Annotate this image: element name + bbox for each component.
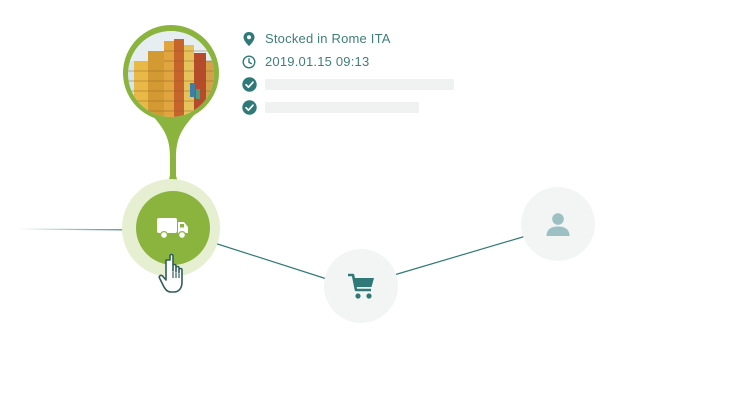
check-row-2 <box>240 96 540 119</box>
line-cart-to-user <box>393 235 527 276</box>
shopping-cart-icon <box>348 273 374 299</box>
containers-illustration <box>128 31 214 117</box>
clock-icon <box>240 53 258 71</box>
truck-icon <box>157 218 188 240</box>
map-pin-icon <box>240 30 258 48</box>
placeholder-bar <box>265 102 419 113</box>
line-incoming <box>17 228 141 231</box>
shipment-info-panel: Stocked in Rome ITA 2019.01.15 09:13 <box>240 27 540 119</box>
shipping-containers-photo[interactable] <box>128 31 214 117</box>
truck-node[interactable] <box>136 191 210 265</box>
placeholder-bar <box>265 79 454 90</box>
line-truck-to-cart <box>204 239 331 281</box>
timestamp-row: 2019.01.15 09:13 <box>240 50 540 73</box>
user-icon <box>546 213 570 236</box>
location-text: Stocked in Rome ITA <box>265 31 391 46</box>
cart-node[interactable] <box>324 249 398 323</box>
check-circle-icon <box>240 76 258 94</box>
hand-pointer-cursor-icon <box>158 252 198 298</box>
timestamp-text: 2019.01.15 09:13 <box>265 54 370 69</box>
user-node[interactable] <box>521 187 595 261</box>
pin-stem <box>150 113 196 190</box>
check-row-1 <box>240 73 540 96</box>
location-row: Stocked in Rome ITA <box>240 27 540 50</box>
check-circle-icon <box>240 99 258 117</box>
